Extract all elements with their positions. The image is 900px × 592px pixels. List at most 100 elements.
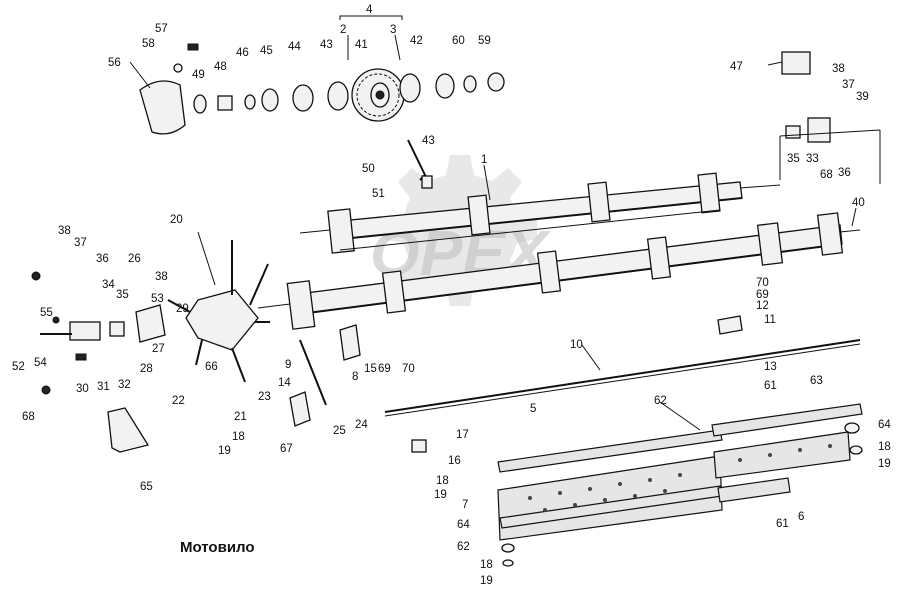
label-51: 51 (372, 188, 385, 200)
label-28: 28 (140, 363, 153, 375)
label-12: 12 (756, 300, 769, 312)
label-2: 2 (340, 24, 346, 36)
left-bracket (31, 271, 166, 395)
label-64-a: 64 (878, 419, 891, 431)
label-35-b: 35 (787, 153, 800, 165)
label-53: 53 (151, 293, 164, 305)
label-35-a: 35 (116, 289, 129, 301)
label-65: 65 (140, 481, 153, 493)
label-23: 23 (258, 391, 271, 403)
label-69-b: 69 (756, 289, 769, 301)
label-18-b: 18 (436, 475, 449, 487)
label-15: 15 (364, 363, 377, 375)
sprocket (351, 68, 405, 122)
label-19-d: 19 (480, 575, 493, 587)
label-68-b: 68 (820, 169, 833, 181)
label-44: 44 (288, 41, 301, 53)
label-1: 1 (481, 154, 487, 166)
label-62-b: 62 (457, 541, 470, 553)
label-38-c: 38 (832, 63, 845, 75)
label-19-a: 19 (218, 445, 231, 457)
label-69-a: 69 (378, 363, 391, 375)
diagram-title: Мотовило (180, 539, 255, 556)
label-24: 24 (355, 419, 368, 431)
label-46: 46 (236, 47, 249, 59)
label-32: 32 (118, 379, 131, 391)
finger-bar (384, 339, 861, 417)
label-62-a: 62 (654, 395, 667, 407)
label-21: 21 (234, 411, 247, 423)
label-58: 58 (142, 38, 155, 50)
label-11: 11 (764, 314, 776, 326)
label-66: 66 (205, 361, 218, 373)
label-26: 26 (128, 253, 141, 265)
label-43-b: 43 (422, 135, 435, 147)
leader-lines (129, 15, 857, 431)
bracket-65 (107, 407, 150, 453)
label-30: 30 (76, 383, 89, 395)
label-60: 60 (452, 35, 465, 47)
label-61-a: 61 (764, 380, 777, 392)
plate-speckles (528, 444, 832, 512)
label-20: 20 (170, 214, 183, 226)
label-18-c: 18 (878, 441, 891, 453)
reel-plates (497, 403, 863, 541)
label-70-b: 70 (756, 277, 769, 289)
label-45: 45 (260, 45, 273, 57)
label-7: 7 (462, 499, 468, 511)
label-6: 6 (798, 511, 804, 523)
label-4: 4 (366, 4, 373, 16)
label-67: 67 (280, 443, 293, 455)
label-61-b: 61 (776, 518, 789, 530)
label-18-a: 18 (232, 431, 245, 443)
label-13: 13 (764, 361, 777, 373)
label-19-b: 19 (434, 489, 447, 501)
label-31: 31 (97, 381, 110, 393)
bolt-57 (187, 43, 199, 51)
label-25: 25 (333, 425, 346, 437)
label-59: 59 (478, 35, 491, 47)
part-labels: 1 2 3 4 5 6 7 8 9 10 11 12 13 14 15 16 1… (12, 4, 891, 587)
cover-plate (139, 80, 186, 135)
label-34: 34 (102, 279, 115, 291)
label-5: 5 (530, 403, 536, 415)
label-42: 42 (410, 35, 423, 47)
label-37-b: 37 (842, 79, 855, 91)
label-38-b: 38 (155, 271, 168, 283)
label-57: 57 (155, 23, 168, 35)
label-29: 29 (176, 303, 189, 315)
label-16: 16 (448, 455, 461, 467)
label-33: 33 (806, 153, 819, 165)
label-17: 17 (456, 429, 469, 441)
chain-link-51 (421, 175, 433, 189)
right-top-bracket (779, 51, 881, 184)
label-39: 39 (856, 91, 869, 103)
label-19-c: 19 (878, 458, 891, 470)
label-3: 3 (390, 24, 396, 36)
label-55: 55 (40, 307, 53, 319)
label-37-a: 37 (74, 237, 87, 249)
label-8: 8 (352, 371, 358, 383)
lower-reel-tube (257, 212, 861, 330)
label-18-d: 18 (480, 559, 493, 571)
label-27: 27 (152, 343, 165, 355)
label-50: 50 (362, 163, 375, 175)
misc-hardware (289, 315, 863, 567)
label-70-a: 70 (402, 363, 415, 375)
label-54: 54 (34, 357, 47, 369)
label-40: 40 (852, 197, 865, 209)
label-36-b: 36 (838, 167, 851, 179)
upper-reel-tube (299, 172, 781, 254)
label-49: 49 (192, 69, 205, 81)
top-shaft-parts (193, 72, 505, 114)
label-36-a: 36 (96, 253, 109, 265)
label-43-a: 43 (320, 39, 333, 51)
label-38-a: 38 (58, 225, 71, 237)
label-63: 63 (810, 375, 823, 387)
label-52: 52 (12, 361, 25, 373)
label-14: 14 (278, 377, 291, 389)
reel-spider (167, 240, 270, 383)
label-10: 10 (570, 339, 583, 351)
label-9: 9 (285, 359, 291, 371)
